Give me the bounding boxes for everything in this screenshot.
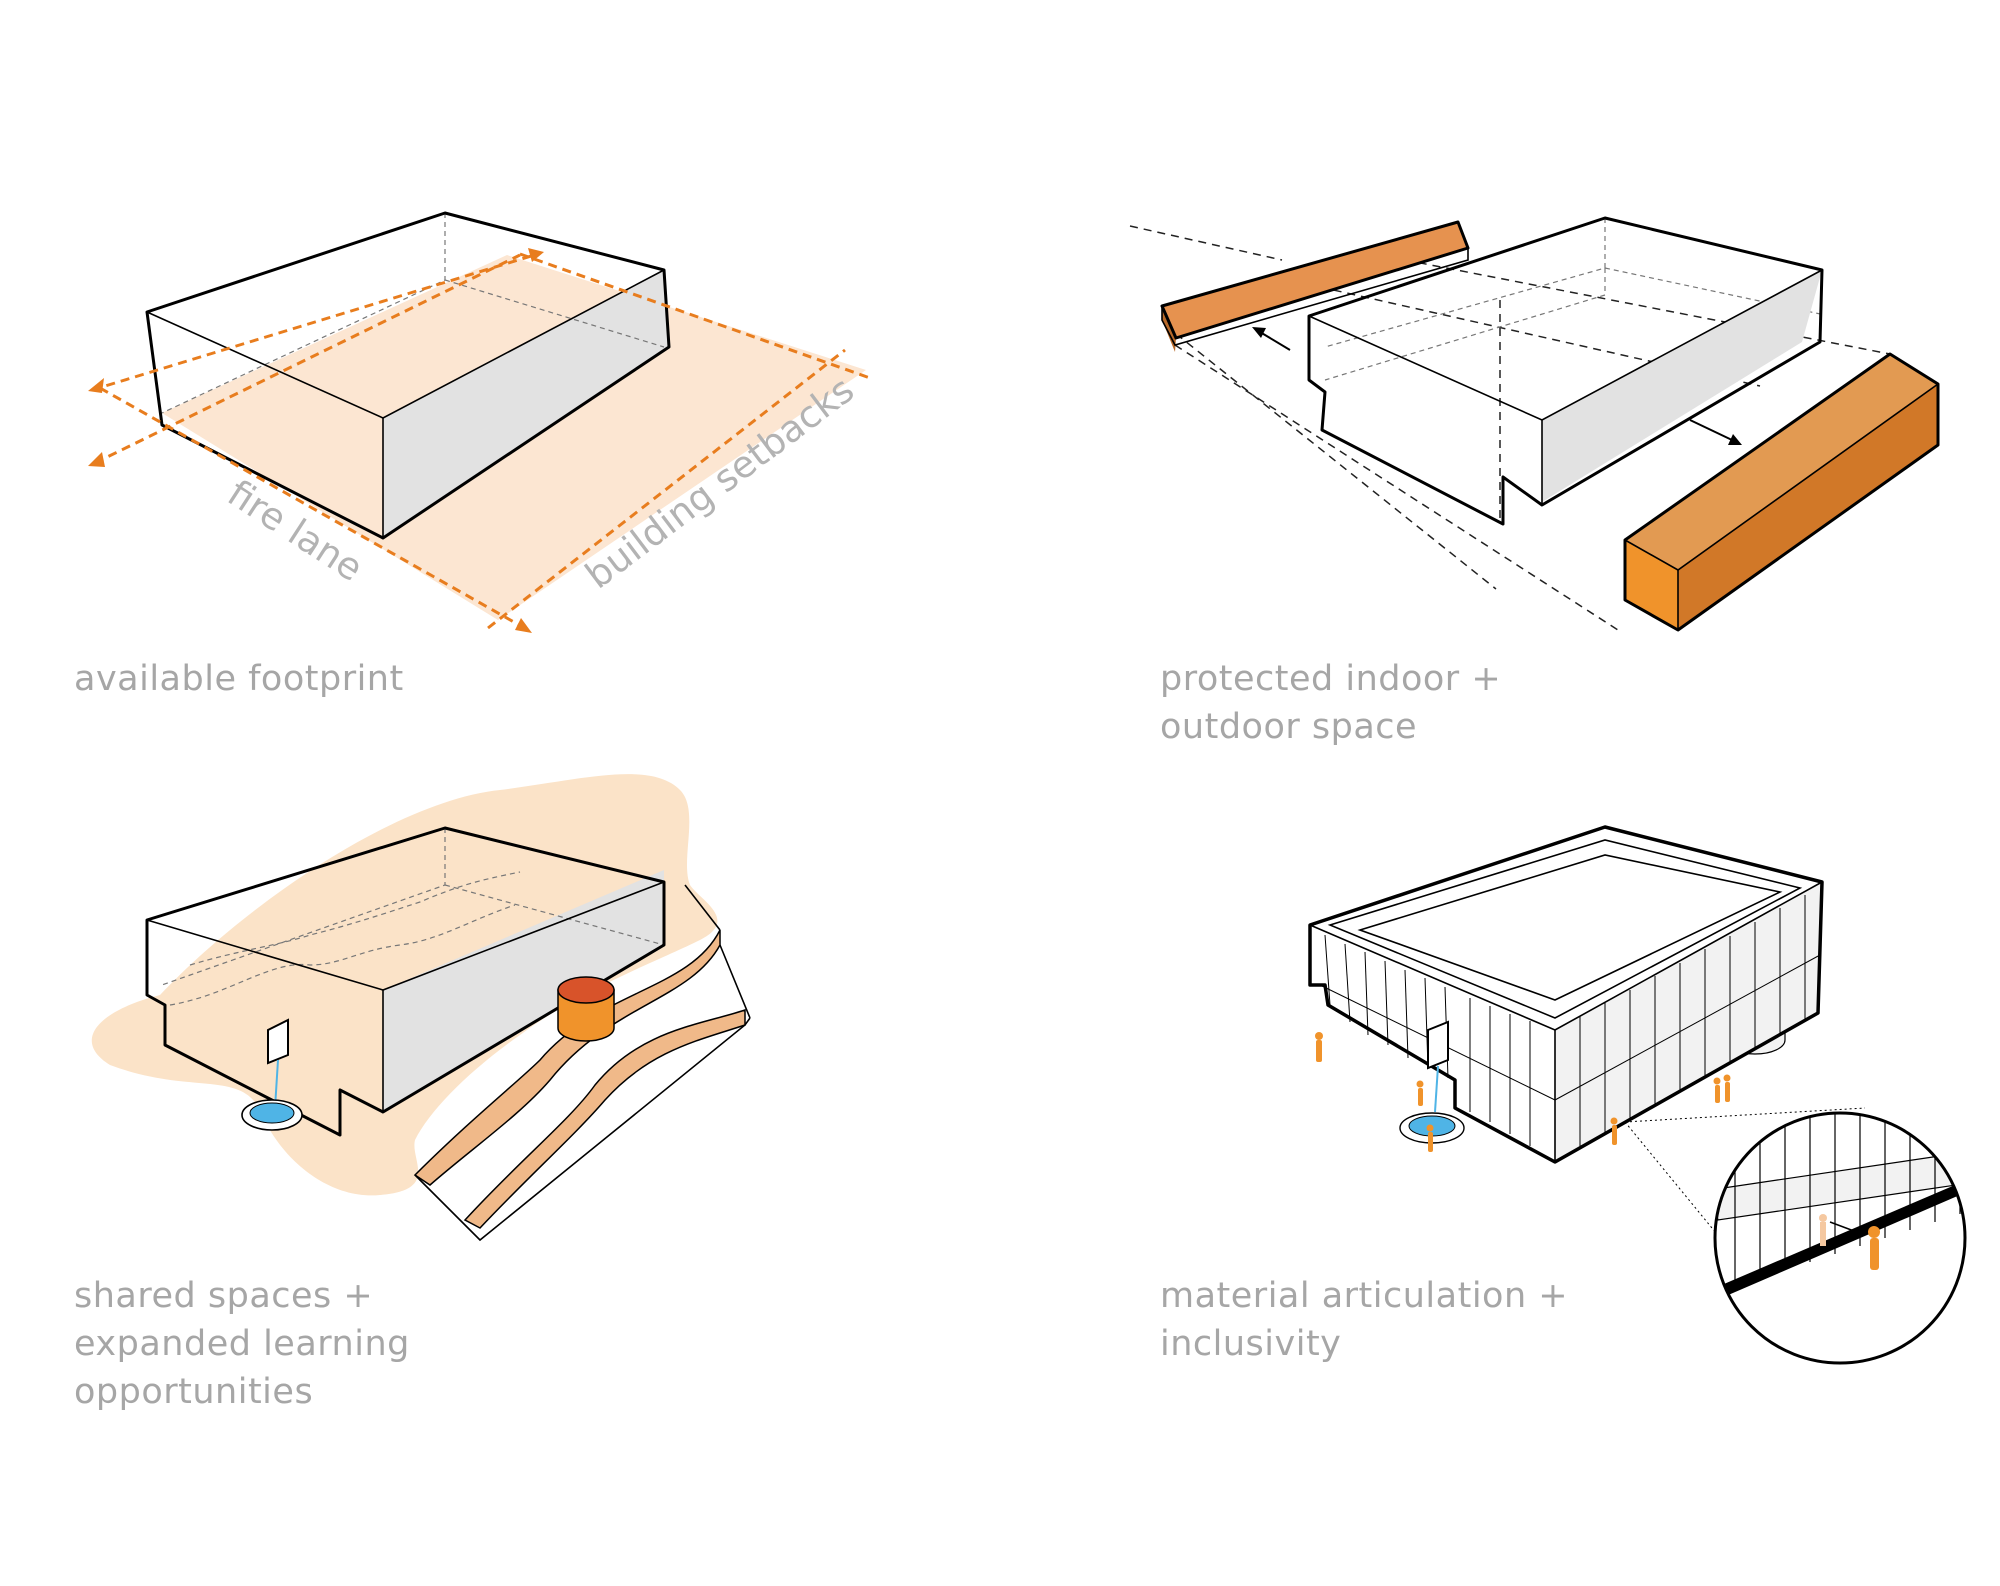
box1-side-face bbox=[383, 270, 669, 538]
cylinder bbox=[557, 989, 615, 1042]
zoom-detail bbox=[1715, 1113, 1965, 1363]
left-bar-top bbox=[1162, 222, 1468, 338]
wavy-step-1 bbox=[413, 929, 721, 1186]
caption-line: opportunities bbox=[74, 1372, 314, 1412]
panel-available-footprint: fire lane building setbacks bbox=[88, 211, 871, 633]
caption-line: inclusivity bbox=[1160, 1324, 1342, 1364]
right-bar-top bbox=[1625, 354, 1938, 570]
box3-side-face bbox=[383, 870, 664, 1112]
cladding-right bbox=[1554, 895, 1821, 1148]
panel-protected-space bbox=[1129, 216, 1940, 632]
caption-line: available footprint bbox=[74, 659, 404, 699]
caption-line: outdoor space bbox=[1160, 707, 1418, 747]
box2-outline bbox=[1307, 216, 1824, 526]
caption-line: protected indoor + bbox=[1160, 659, 1502, 699]
caption-shared-spaces: shared spaces + expanded learning opport… bbox=[74, 1272, 410, 1416]
box4-side-face bbox=[1555, 880, 1824, 1162]
caption-line: shared spaces + bbox=[74, 1276, 374, 1316]
box3-outline bbox=[145, 826, 666, 1137]
box1-outline bbox=[145, 211, 671, 540]
caption-material-articulation: material articulation + inclusivity bbox=[1160, 1272, 1568, 1368]
caption-available-footprint: available footprint bbox=[74, 655, 404, 703]
wavy-step-2 bbox=[463, 1008, 746, 1229]
people-figures bbox=[1315, 1032, 1731, 1152]
caption-line: expanded learning bbox=[74, 1324, 410, 1364]
caption-protected-space: protected indoor + outdoor space bbox=[1160, 655, 1501, 751]
cladding-left bbox=[1319, 934, 1556, 1146]
panel-material-articulation bbox=[1308, 825, 1967, 1365]
right-bar-side bbox=[1678, 384, 1938, 630]
panel-shared-spaces bbox=[91, 774, 751, 1242]
caption-line: material articulation + bbox=[1160, 1276, 1569, 1316]
box2-side-face bbox=[1542, 270, 1822, 502]
